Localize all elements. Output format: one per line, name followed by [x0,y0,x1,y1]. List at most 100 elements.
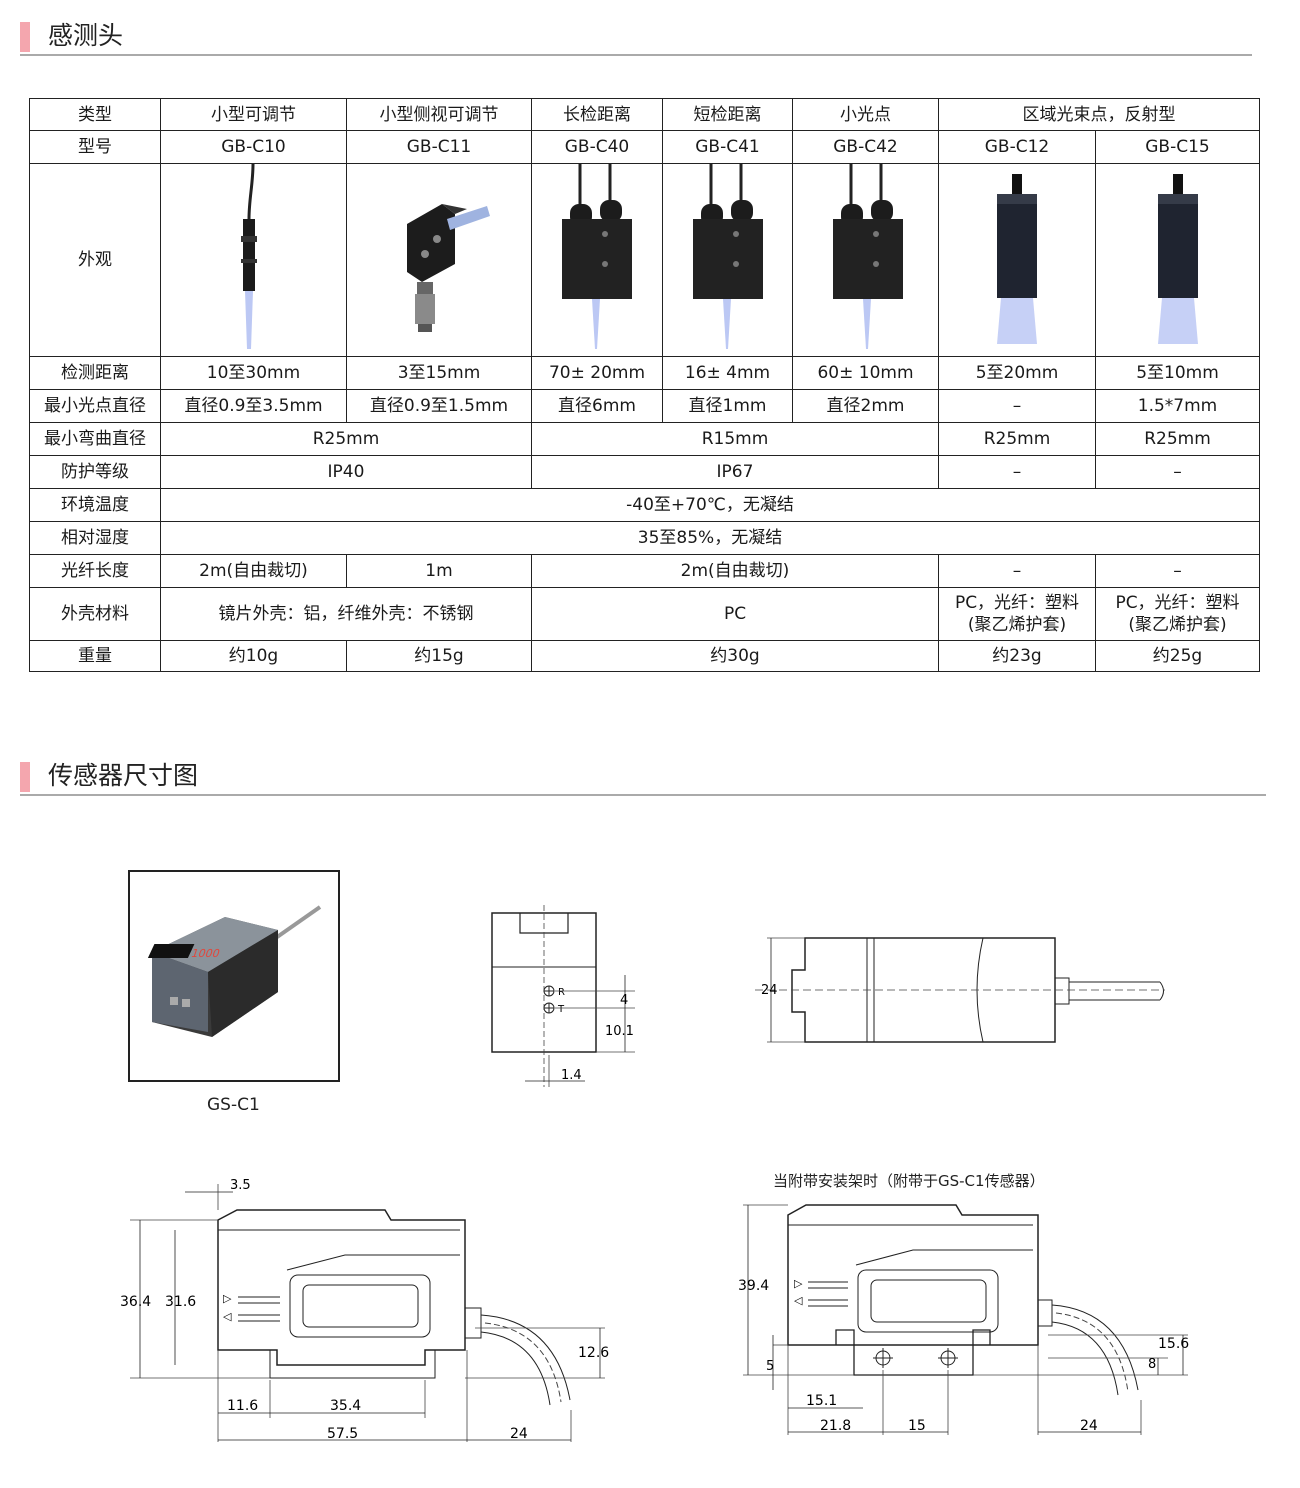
cell: 约10g [160,640,347,672]
dim-value: 4 [620,993,628,1008]
table-row-type: 类型 小型可调节 小型侧视可调节 长检距离 短检距离 小光点 区域光束点，反射型 [29,98,1260,131]
gb-c12-image [997,174,1037,344]
cell [531,163,663,357]
cell-line: (聚乙烯护套) [967,615,1067,635]
dim-value: 5 [766,1359,774,1374]
dim-value: 31.6 [165,1294,196,1310]
cell: 直径6mm [531,389,663,423]
dim-value: 8 [1148,1357,1156,1372]
cell [662,163,793,357]
spec-table: 类型 小型可调节 小型侧视可调节 长检距离 短检距离 小光点 区域光束点，反射型… [29,98,1260,672]
cell: 10至30mm [160,356,347,390]
cell: 16± 4mm [662,356,793,390]
cell: GB-C41 [662,130,793,164]
product-photo-frame: 1000 [128,870,340,1082]
display-digits: 1000 [189,947,221,960]
cell [346,163,532,357]
table-row-min-spot: 最小光点直径 直径0.9至3.5mm 直径0.9至1.5mm 直径6mm 直径1… [29,389,1260,423]
cell: – [938,455,1096,489]
cell: 直径2mm [792,389,939,423]
cell-line: PC，光纤：塑料 [1115,593,1240,613]
cell: GB-C12 [938,130,1096,164]
cell: – [938,389,1096,423]
gb-c40-image [562,164,632,349]
dim-value: 11.6 [227,1398,258,1414]
cell: 直径0.9至3.5mm [160,389,347,423]
dim-value: 24 [510,1426,528,1442]
cell: 小型侧视可调节 [346,98,532,131]
receiver-arrow: ◁ [223,1310,232,1323]
cell: 70± 20mm [531,356,663,390]
table-row-min-bend: 最小弯曲直径 R25mm R15mm R25mm R25mm [29,422,1260,456]
row-label: 环境温度 [29,488,161,522]
dim-value: 10.1 [605,1024,634,1039]
cell: GB-C10 [160,130,347,164]
cell: PC，光纤：塑料 (聚乙烯护套) [1095,587,1260,641]
cell: 长检距离 [531,98,663,131]
table-row-distance: 检测距离 10至30mm 3至15mm 70± 20mm 16± 4mm 60±… [29,356,1260,390]
cell: 区域光束点，反射型 [938,98,1260,131]
row-label: 防护等级 [29,455,161,489]
dim-value: 35.4 [330,1398,361,1414]
cell: GB-C15 [1095,130,1260,164]
cell: – [1095,455,1260,489]
cell: 约15g [346,640,532,672]
cell [938,163,1096,357]
cell: – [938,554,1096,588]
gb-c15-image [1158,174,1198,344]
cell: 短检距离 [662,98,793,131]
section-accent-bar [20,762,30,792]
cell: GB-C11 [346,130,532,164]
label-r: R [558,987,565,998]
dim-value: 15.1 [806,1393,837,1409]
dim-value: 39.4 [738,1278,769,1294]
cell: R15mm [531,422,939,456]
section-title: 感测头 [48,21,124,50]
dim-value: 36.4 [120,1294,151,1310]
cell: 5至10mm [1095,356,1260,390]
cell: 3至15mm [346,356,532,390]
row-label: 类型 [29,98,161,131]
table-row-fiber-length: 光纤长度 2m(自由裁切) 1m 2m(自由裁切) – – [29,554,1260,588]
row-label: 型号 [29,130,161,164]
cell: IP67 [531,455,939,489]
gs-c1-photo: 1000 [147,905,322,1037]
cell: 1.5*7mm [1095,389,1260,423]
dim-value: 12.6 [578,1345,609,1361]
cell: 35至85%，无凝结 [160,521,1260,555]
dim-value: 24 [1080,1418,1098,1434]
dim-value: 24 [761,983,778,998]
cell: GB-C42 [792,130,939,164]
cell: 2m(自由裁切) [531,554,939,588]
row-label: 相对湿度 [29,521,161,555]
emitter-arrow: ▷ [794,1277,803,1290]
dim-value: 21.8 [820,1418,851,1434]
cell: 小型可调节 [160,98,347,131]
side-view-drawing: ▷ ◁ 3.5 36.4 31.6 12.6 11.6 35.4 57.5 24 [120,1178,609,1442]
cell: 5至20mm [938,356,1096,390]
cell: R25mm [1095,422,1260,456]
cell: 约30g [531,640,939,672]
emitter-arrow: ▷ [223,1292,232,1305]
cell-line: PC，光纤：塑料 [954,593,1080,613]
cell: PC [531,587,939,641]
row-label: 外壳材料 [29,587,161,641]
table-row-protection: 防护等级 IP40 IP67 – – [29,455,1260,489]
gb-c11-image [407,204,490,332]
product-caption: GS-C1 [207,1095,260,1115]
row-label: 最小光点直径 [29,389,161,423]
row-label: 光纤长度 [29,554,161,588]
section-title: 传感器尺寸图 [48,761,199,790]
gb-c10-image [241,163,257,349]
cell: R25mm [160,422,532,456]
dim-value: 1.4 [561,1068,582,1083]
cell: 直径1mm [662,389,793,423]
cell: 60± 10mm [792,356,939,390]
table-row-humidity: 相对湿度 35至85%，无凝结 [29,521,1260,555]
row-label: 外观 [29,163,161,357]
table-row-model: 型号 GB-C10 GB-C11 GB-C40 GB-C41 GB-C42 GB… [29,130,1260,164]
cell: GB-C40 [531,130,663,164]
receiver-arrow: ◁ [794,1294,803,1307]
cell [1095,163,1260,357]
dim-value: 57.5 [327,1426,358,1442]
